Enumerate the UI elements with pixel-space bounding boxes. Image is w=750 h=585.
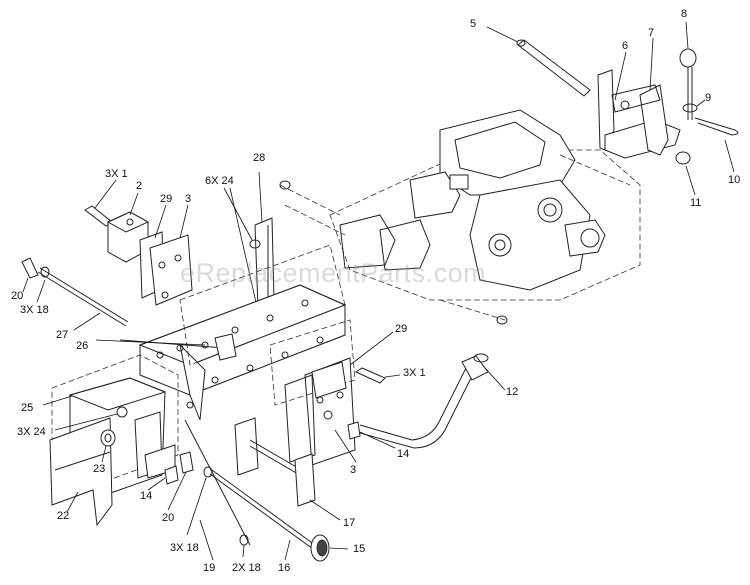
callout-14-left: 14	[140, 490, 153, 502]
callout-22: 22	[57, 510, 70, 522]
part-20-collar-upper	[21, 257, 39, 293]
callout-29-upper: 29	[160, 193, 173, 205]
callout-27: 27	[56, 329, 69, 341]
part-11-ring	[675, 151, 696, 196]
part-10-clip	[694, 117, 739, 173]
part-2x18-washer	[239, 534, 249, 558]
callout-10: 10	[728, 174, 741, 186]
transmission-housing	[279, 109, 641, 325]
part-3x18-washer-upper	[36, 266, 50, 303]
part-15-wheel	[310, 534, 349, 562]
part-8-hitch-pin	[679, 21, 697, 120]
part-19-rod	[184, 419, 251, 561]
callout-3x24: 3X 24	[17, 426, 46, 438]
part-28-rod	[254, 171, 275, 309]
part-bolt-3x1-upper	[84, 179, 117, 227]
part-3x24-nut	[54, 406, 128, 431]
part-26-rod	[95, 333, 237, 361]
part-7-hitch-bracket	[597, 37, 681, 159]
part-5-pin	[486, 26, 591, 97]
main-frame	[138, 244, 347, 421]
callout-3x1-upper: 3X 1	[105, 168, 128, 180]
callout-23: 23	[93, 463, 106, 475]
part-14-spacer-left	[147, 465, 179, 491]
part-22-plate	[49, 417, 113, 527]
part-3x18-washer-lower	[186, 466, 213, 536]
callout-17: 17	[343, 517, 356, 529]
part-20-collar-lower	[167, 451, 194, 511]
callout-11: 11	[690, 197, 702, 209]
part-29-plate-lower	[311, 331, 394, 399]
part-14-spacer-right	[347, 421, 396, 449]
watermark: eReplacementParts.com	[180, 258, 487, 288]
callout-19: 19	[203, 562, 216, 574]
part-12-shift-lever	[359, 353, 506, 449]
callout-8: 8	[681, 8, 688, 20]
callout-16: 16	[278, 562, 291, 574]
callout-9: 9	[705, 92, 712, 104]
callout-12: 12	[506, 386, 519, 398]
callout-26: 26	[76, 340, 89, 352]
callout-14-right: 14	[397, 448, 410, 460]
part-16-rod	[209, 469, 316, 561]
callout-5: 5	[470, 18, 477, 30]
part-27-shift-rod	[37, 267, 129, 331]
part-3-plate-upper	[149, 204, 193, 306]
part-23-bushing	[100, 429, 116, 463]
callout-7: 7	[648, 27, 655, 39]
callout-6: 6	[622, 40, 629, 52]
part-17-bracket	[234, 417, 341, 521]
callout-6x24: 6X 24	[205, 175, 234, 187]
callout-15: 15	[353, 543, 366, 555]
callout-29-lower: 29	[395, 323, 408, 335]
callout-3x18-upper: 3X 18	[20, 304, 49, 316]
callout-25: 25	[21, 402, 34, 414]
callout-3-lower: 3	[350, 464, 357, 476]
callout-3x18-lower: 3X 18	[170, 542, 199, 554]
part-9-washer	[682, 99, 706, 113]
part-bolt-3x1-lower	[354, 367, 401, 384]
callout-20-upper: 20	[11, 290, 24, 302]
callout-2x18: 2X 18	[232, 562, 261, 574]
callout-28: 28	[253, 152, 266, 164]
callout-20-lower: 20	[162, 512, 175, 524]
callout-3x1-lower: 3X 1	[403, 367, 426, 379]
callout-2: 2	[136, 180, 143, 192]
part-2-bracket	[106, 192, 150, 263]
callout-3-upper: 3	[185, 193, 192, 205]
